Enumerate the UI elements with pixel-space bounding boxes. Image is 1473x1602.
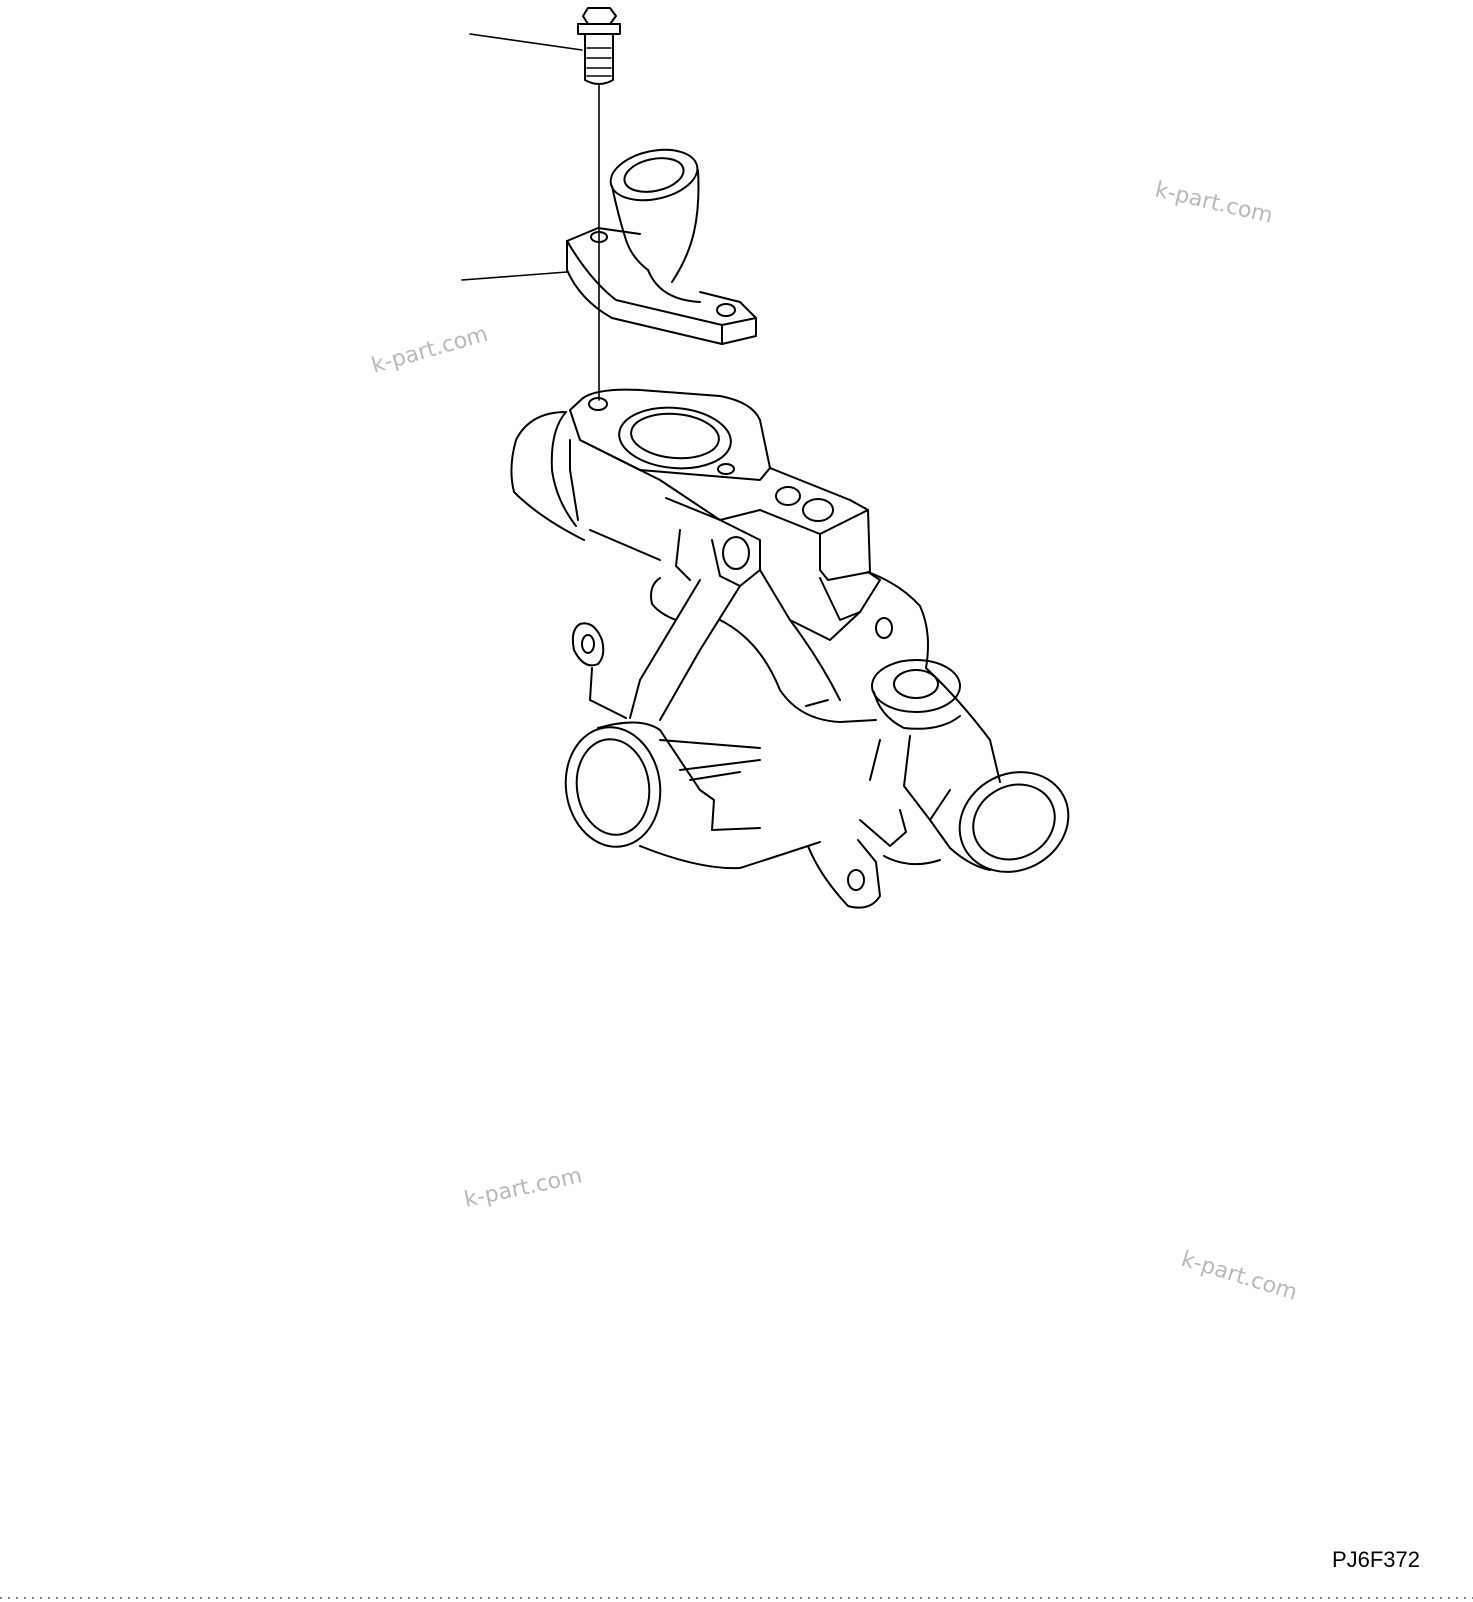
leader-line-cover: [461, 271, 568, 281]
thermostat-cover: [566, 148, 757, 345]
watermark-4: k-part.com: [1178, 1247, 1300, 1306]
bolt: [577, 7, 621, 401]
watermark-2: k-part.com: [369, 322, 491, 379]
drawing-code: PJ6F372: [1332, 1547, 1420, 1572]
watermark-1: k-part.com: [1153, 177, 1275, 228]
leader-line-bolt: [469, 33, 583, 51]
watermark-3: k-part.com: [462, 1164, 584, 1213]
thermostat-housing: [510, 388, 1070, 909]
leader-lines: [461, 33, 583, 281]
